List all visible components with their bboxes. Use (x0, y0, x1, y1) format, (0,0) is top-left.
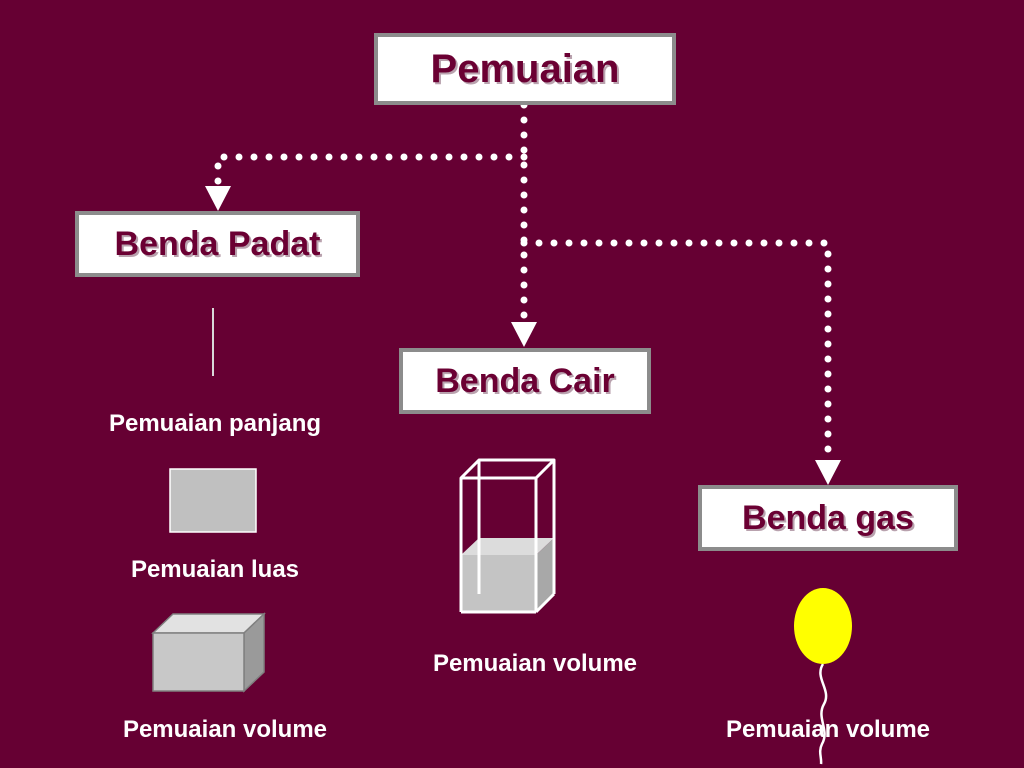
line-rod-icon (212, 308, 214, 376)
liquid-node-box: Benda Cair (399, 348, 651, 414)
flat-square-icon (169, 468, 257, 533)
root-node-box: Pemuaian (374, 33, 676, 105)
arrowhead-gas (815, 460, 841, 485)
root-node-label: Pemuaian (430, 46, 620, 91)
balloon-icon (794, 588, 852, 765)
beaker-with-liquid-icon (459, 458, 556, 614)
connector-to-gas (520, 239, 832, 464)
solid-node-box: Benda Padat (75, 211, 360, 277)
connector-to-padat (214, 153, 528, 190)
arrowhead-padat (205, 186, 231, 211)
gas-volume-caption: Pemuaian volume (725, 716, 931, 743)
solid-volume-caption: Pemuaian volume (122, 716, 328, 743)
gas-node-box: Benda gas (698, 485, 958, 551)
liquid-volume-caption: Pemuaian volume (432, 650, 638, 677)
gas-node-label: Benda gas (742, 498, 914, 537)
solid-node-label: Benda Padat (114, 224, 321, 263)
arrowhead-cair (511, 322, 537, 347)
cube-icon (151, 612, 266, 693)
solid-area-caption: Pemuaian luas (130, 556, 300, 583)
liquid-node-label: Benda Cair (435, 361, 615, 400)
solid-length-caption: Pemuaian panjang (108, 410, 322, 437)
